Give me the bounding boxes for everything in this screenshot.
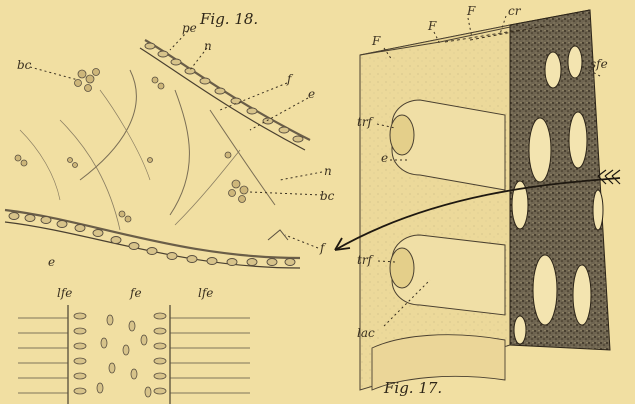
fig17-label-F-top: F	[467, 5, 475, 17]
fig17-label-F-left: F	[372, 35, 380, 47]
fig17-label-F-mid: F	[428, 20, 436, 32]
fig18-label-n-top: n	[204, 40, 212, 52]
fig18-label-e-right: e	[308, 88, 315, 100]
fig17-label-e: e	[381, 152, 388, 164]
fig17-label-lac: lac	[357, 327, 375, 339]
fig18-drawing	[5, 40, 310, 268]
fig17-block	[360, 10, 610, 390]
fig18-label-bc-left: bc	[17, 59, 31, 71]
fig17-label-cr: cr	[508, 5, 520, 17]
fig17-caption: Fig. 17.	[384, 379, 442, 397]
fig18-label-pe: pe	[182, 22, 197, 34]
lower-label-fe: fe	[130, 287, 142, 299]
fig18-label-e-low: e	[48, 256, 55, 268]
fig18-label-f-top: f	[287, 73, 291, 85]
lower-label-lfe-left: lfe	[57, 287, 72, 299]
fig18-label-f-low: f	[320, 242, 324, 254]
fig17-label-trf-low: trf	[357, 254, 372, 266]
fig18-label-n-mid: n	[324, 165, 332, 177]
fig18-caption: Fig. 18.	[200, 10, 258, 28]
lower-figure-drawing	[18, 305, 250, 404]
fig18-label-bc-mid: bc	[320, 190, 334, 202]
fig17-label-sfe: sfe	[590, 58, 608, 70]
fig17-label-trf-top: trf	[357, 116, 372, 128]
lower-label-lfe-right: lfe	[198, 287, 213, 299]
